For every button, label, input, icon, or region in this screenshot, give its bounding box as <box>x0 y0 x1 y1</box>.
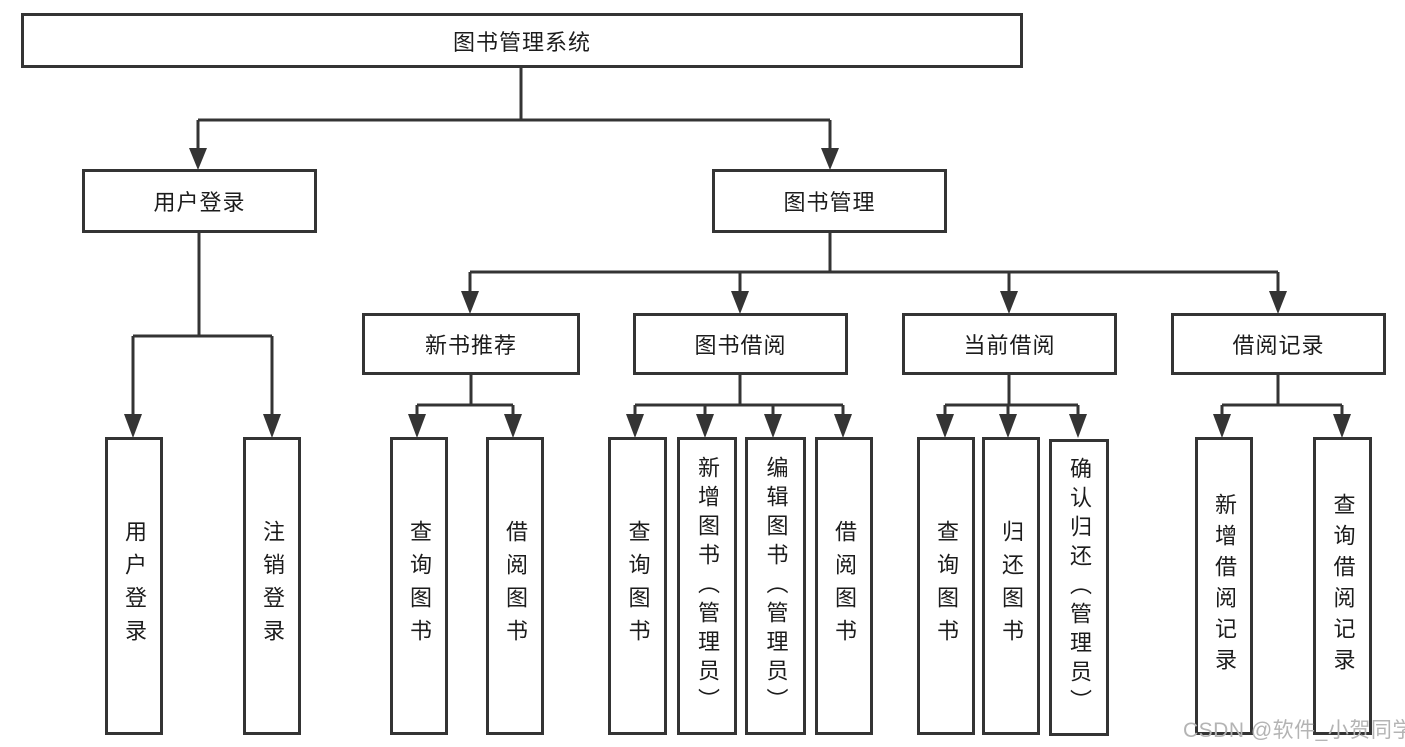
node-user-login-label: 用户登录 <box>153 190 246 215</box>
leaf-borrow-books-1-label: 借阅图书 <box>503 520 528 652</box>
leaf-query-books-2: 查询图书 <box>608 437 667 735</box>
leaf-borrow-books-1: 借阅图书 <box>486 437 544 735</box>
leaf-add-borrow-record-label: 新增借阅记录 <box>1212 493 1237 679</box>
leaf-borrow-books-2-label: 借阅图书 <box>832 520 857 652</box>
leaf-add-books-admin: 新增图书（管理员） <box>677 437 737 735</box>
connector-borrowrecord-to-leaves <box>1220 375 1344 415</box>
connector-newbook-to-leaves <box>415 375 515 415</box>
leaf-query-books-3-label: 查询图书 <box>934 520 959 652</box>
csdn-watermark: CSDN @软件_小贺同学 <box>1183 719 1405 742</box>
node-borrow-records-label: 借阅记录 <box>1232 333 1325 358</box>
leaf-confirm-return-admin-label: 确认归还（管理员） <box>1067 457 1092 718</box>
leaf-query-books-2-label: 查询图书 <box>625 520 651 652</box>
node-book-borrowing: 图书借阅 <box>633 313 848 375</box>
connector-root-to-level2 <box>196 68 832 149</box>
leaf-add-books-admin-label: 新增图书（管理员） <box>695 455 720 717</box>
node-root: 图书管理系统 <box>21 13 1023 68</box>
connector-userlogin-to-leaves <box>131 232 274 415</box>
leaf-query-borrow-record: 查询借阅记录 <box>1313 437 1372 735</box>
node-root-label: 图书管理系统 <box>452 29 591 55</box>
leaf-edit-books-admin-label: 编辑图书（管理员） <box>763 455 789 717</box>
node-book-management: 图书管理 <box>712 169 947 233</box>
leaf-query-borrow-record-label: 查询借阅记录 <box>1330 493 1356 679</box>
connector-bookborrow-to-leaves <box>633 375 845 415</box>
leaf-query-books-1: 查询图书 <box>390 437 448 735</box>
leaf-edit-books-admin: 编辑图书（管理员） <box>745 437 806 735</box>
leaf-user-login-label: 用户登录 <box>122 520 147 652</box>
node-current-borrowing-label: 当前借阅 <box>963 333 1056 358</box>
leaf-return-books: 归还图书 <box>982 437 1040 735</box>
connector-bookmgmt-to-level3 <box>468 233 1280 292</box>
leaf-query-books-1-label: 查询图书 <box>407 520 432 652</box>
node-book-borrowing-label: 图书借阅 <box>694 333 787 358</box>
leaf-borrow-books-2: 借阅图书 <box>815 437 873 735</box>
node-new-book-recommend: 新书推荐 <box>362 313 580 375</box>
node-borrow-records: 借阅记录 <box>1171 313 1386 375</box>
leaf-logout: 注销登录 <box>243 437 301 735</box>
leaf-user-login: 用户登录 <box>105 437 163 735</box>
connector-currentborrow-to-leaves <box>943 375 1080 415</box>
leaf-return-books-label: 归还图书 <box>999 520 1024 652</box>
node-user-login: 用户登录 <box>82 169 317 233</box>
leaf-confirm-return-admin: 确认归还（管理员） <box>1049 439 1109 736</box>
leaf-query-books-3: 查询图书 <box>917 437 975 735</box>
leaf-logout-label: 注销登录 <box>260 520 285 652</box>
node-book-management-label: 图书管理 <box>783 190 876 215</box>
node-new-book-recommend-label: 新书推荐 <box>424 333 517 358</box>
leaf-add-borrow-record: 新增借阅记录 <box>1195 437 1253 735</box>
node-current-borrowing: 当前借阅 <box>902 313 1117 375</box>
arrowheads <box>124 148 1351 438</box>
